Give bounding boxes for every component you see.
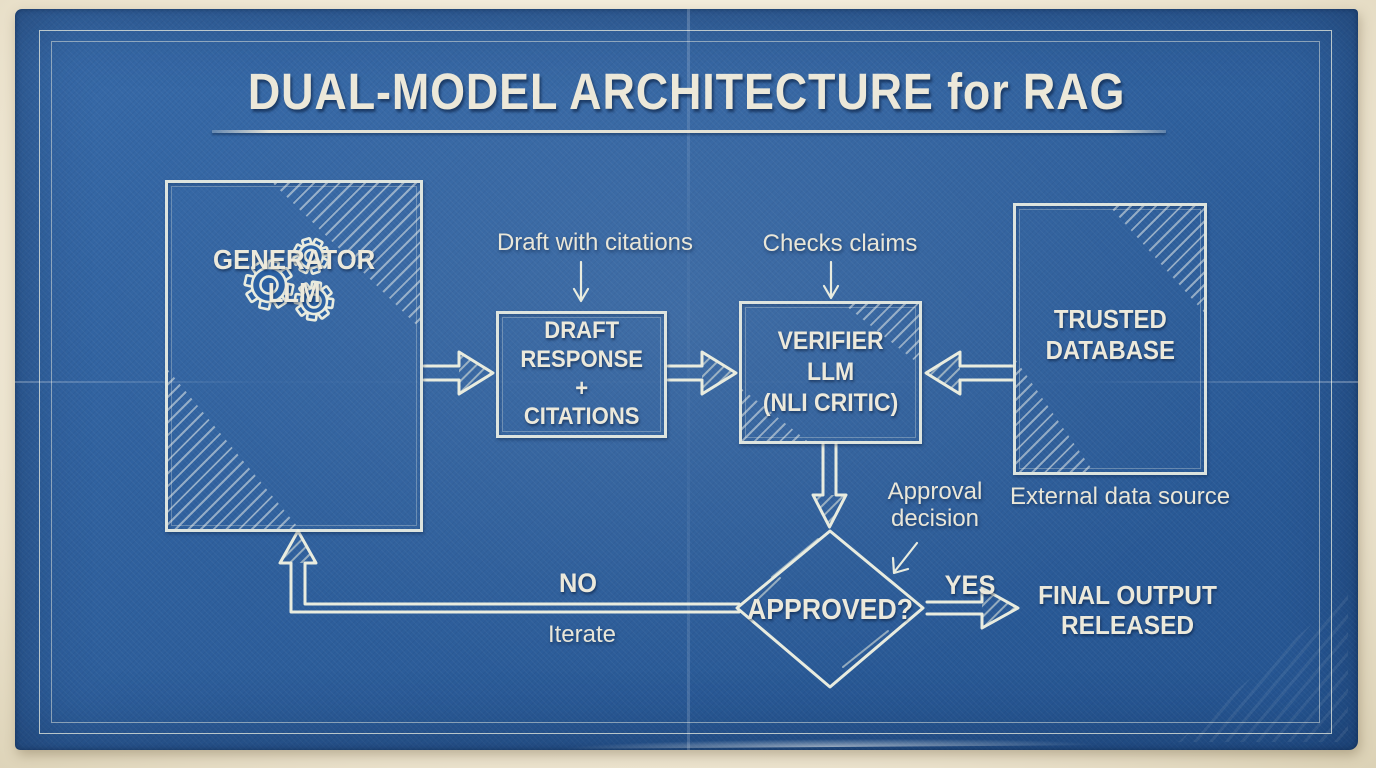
yes-edge-label: YES [944,570,996,600]
hatch-shading [1109,206,1204,313]
generator-llm-label: GENERATOR LLM [212,244,376,309]
draft-response-node: DRAFT RESPONSE + CITATIONS [496,311,667,438]
gears-icon [243,237,335,322]
generator-llm-node: GENERATOR LLM [165,180,423,532]
page-title: DUAL-MODEL ARCHITECTURE for RAG [247,63,1126,120]
approval-decision-note: Approval decision [887,478,983,532]
draft-response-label: DRAFT RESPONSE + CITATIONS [520,316,643,431]
checks-claims-note: Checks claims [762,230,918,257]
note-arrows [572,260,919,575]
hatch-shading [1016,360,1094,472]
decision-diamond-label: APPROVED? [746,594,914,626]
horizontal-fold-crease [15,381,1358,383]
external-data-source-caption: External data source [1009,483,1231,510]
trusted-database-node: TRUSTED DATABASE [1013,203,1207,475]
verifier-llm-node: VERIFIER LLM (NLI CRITIC) [739,301,922,444]
blueprint-sheet: DUAL-MODEL ARCHITECTURE for RAG [15,9,1358,750]
final-output-label: FINAL OUTPUT RELEASED [1038,580,1217,640]
arrow-decision-no-loop [278,529,741,614]
draft-note: Draft with citations [496,229,694,256]
arrow-draft-to-verifier [666,350,738,396]
arrow-decision-yes [925,586,1020,630]
draft-note-arrow [572,260,590,303]
iterate-note: Iterate [547,621,617,648]
arrow-verifier-to-decision [811,442,848,529]
trusted-database-label: TRUSTED DATABASE [1045,304,1175,365]
approval-note-arrow [891,541,919,575]
checks-note-arrow [822,260,840,300]
arrow-database-to-verifier [924,350,1015,396]
arrow-generator-to-draft [422,350,495,396]
title-underline [212,130,1166,133]
decision-diamond [735,529,925,689]
connector-layer [278,260,1020,689]
no-edge-label: NO [558,568,598,598]
verifier-llm-label: VERIFIER LLM (NLI CRITIC) [762,326,899,418]
hatch-shading [168,369,300,529]
